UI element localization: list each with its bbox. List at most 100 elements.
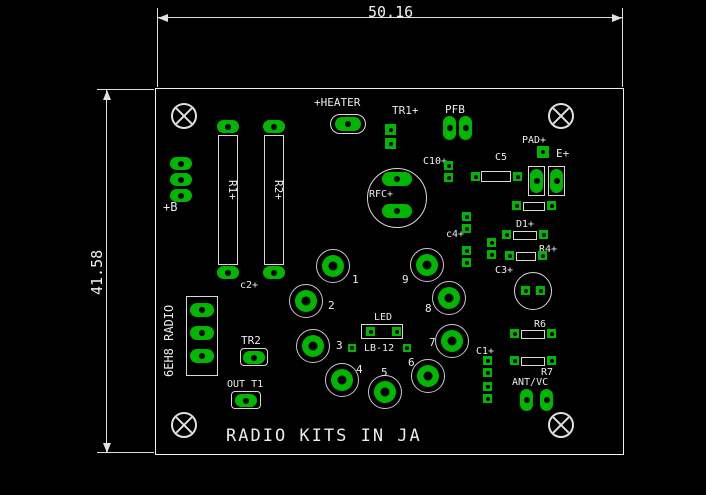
pad[interactable]	[530, 169, 543, 193]
pad[interactable]	[444, 173, 453, 182]
pad[interactable]	[403, 344, 411, 352]
pad[interactable]	[348, 344, 356, 352]
pad[interactable]	[302, 335, 324, 357]
socket-pin[interactable]	[435, 324, 469, 358]
pad[interactable]	[550, 169, 563, 193]
component-body-c5[interactable]	[481, 171, 511, 182]
pad[interactable]	[547, 201, 556, 210]
pad[interactable]	[483, 394, 492, 403]
pad[interactable]	[382, 172, 412, 186]
pad[interactable]	[540, 389, 553, 411]
mounting-hole[interactable]	[171, 412, 197, 438]
pad[interactable]	[331, 369, 353, 391]
pad[interactable]	[510, 356, 519, 365]
pad[interactable]	[462, 224, 471, 233]
dimension-extension-line	[622, 8, 623, 87]
label-tr1: TR1+	[392, 104, 419, 117]
pad-hole	[301, 296, 311, 306]
pad[interactable]	[235, 394, 257, 407]
pad[interactable]	[520, 389, 533, 411]
socket-pin[interactable]	[289, 284, 323, 318]
pad[interactable]	[374, 381, 396, 403]
pad[interactable]	[416, 254, 438, 276]
pad[interactable]	[385, 124, 396, 135]
pad[interactable]	[170, 173, 192, 186]
pad[interactable]	[392, 327, 401, 336]
pad[interactable]	[510, 329, 519, 338]
pad[interactable]	[190, 349, 214, 363]
socket-pin[interactable]	[325, 363, 359, 397]
pad[interactable]	[382, 204, 412, 218]
pad[interactable]	[538, 251, 547, 260]
component-body-r1[interactable]	[218, 135, 238, 265]
component-body-r4[interactable]	[516, 252, 536, 261]
pad[interactable]	[217, 120, 239, 133]
pad[interactable]	[385, 138, 396, 149]
pad[interactable]	[243, 351, 265, 364]
pad[interactable]	[483, 368, 492, 377]
socket-pin[interactable]	[410, 248, 444, 282]
mounting-hole[interactable]	[548, 103, 574, 129]
pad[interactable]	[547, 356, 556, 365]
pad[interactable]	[438, 287, 460, 309]
pad-hole	[394, 208, 400, 214]
component-body-r2[interactable]	[264, 135, 284, 265]
pad[interactable]	[444, 161, 453, 170]
pad[interactable]	[521, 286, 530, 295]
pad[interactable]	[462, 246, 471, 255]
component-body-led[interactable]	[361, 324, 403, 339]
pad-hole	[489, 252, 494, 257]
board-side-title: 6EH8 RADIO	[162, 304, 176, 377]
dimension-line-width	[157, 17, 623, 18]
pad[interactable]	[539, 230, 548, 239]
pad[interactable]	[513, 172, 522, 181]
pad[interactable]	[512, 201, 521, 210]
pad[interactable]	[487, 238, 496, 247]
pad[interactable]	[263, 120, 285, 133]
component-body-e[interactable]	[548, 166, 565, 196]
pad[interactable]	[462, 258, 471, 267]
component-body-e[interactable]	[528, 166, 545, 196]
pad[interactable]	[505, 251, 514, 260]
pad[interactable]	[459, 116, 472, 140]
socket-pin[interactable]	[296, 329, 330, 363]
component-body-c3[interactable]	[514, 272, 552, 310]
pad[interactable]	[537, 146, 549, 158]
pad[interactable]	[190, 326, 214, 340]
component-body-tr2[interactable]	[240, 348, 268, 366]
socket-pin[interactable]	[411, 359, 445, 393]
component-body[interactable]	[523, 202, 545, 211]
pad[interactable]	[441, 330, 463, 352]
component-body-out-t1[interactable]	[231, 391, 261, 409]
pad[interactable]	[487, 250, 496, 259]
mounting-hole[interactable]	[171, 103, 197, 129]
pad[interactable]	[170, 157, 192, 170]
socket-pin[interactable]	[368, 375, 402, 409]
component-body-r7[interactable]	[521, 357, 545, 366]
pad[interactable]	[502, 230, 511, 239]
component-body-heater[interactable]	[330, 114, 366, 134]
mounting-hole[interactable]	[548, 412, 574, 438]
component-body-d1[interactable]	[513, 231, 537, 240]
pad[interactable]	[170, 189, 192, 202]
pad[interactable]	[536, 286, 545, 295]
pad[interactable]	[483, 356, 492, 365]
pad[interactable]	[335, 117, 361, 131]
pad[interactable]	[295, 290, 317, 312]
pad[interactable]	[217, 266, 239, 279]
pad[interactable]	[443, 116, 456, 140]
pad[interactable]	[483, 382, 492, 391]
component-body-connector[interactable]	[186, 296, 218, 376]
component-body-rfc[interactable]	[367, 168, 427, 228]
pad[interactable]	[190, 303, 214, 317]
pad[interactable]	[547, 329, 556, 338]
component-body-r6[interactable]	[521, 330, 545, 339]
pad[interactable]	[322, 255, 344, 277]
pad[interactable]	[462, 212, 471, 221]
socket-pin[interactable]	[316, 249, 350, 283]
pad[interactable]	[263, 266, 285, 279]
socket-pin[interactable]	[432, 281, 466, 315]
pad[interactable]	[417, 365, 439, 387]
pad[interactable]	[366, 327, 375, 336]
pad[interactable]	[471, 172, 480, 181]
